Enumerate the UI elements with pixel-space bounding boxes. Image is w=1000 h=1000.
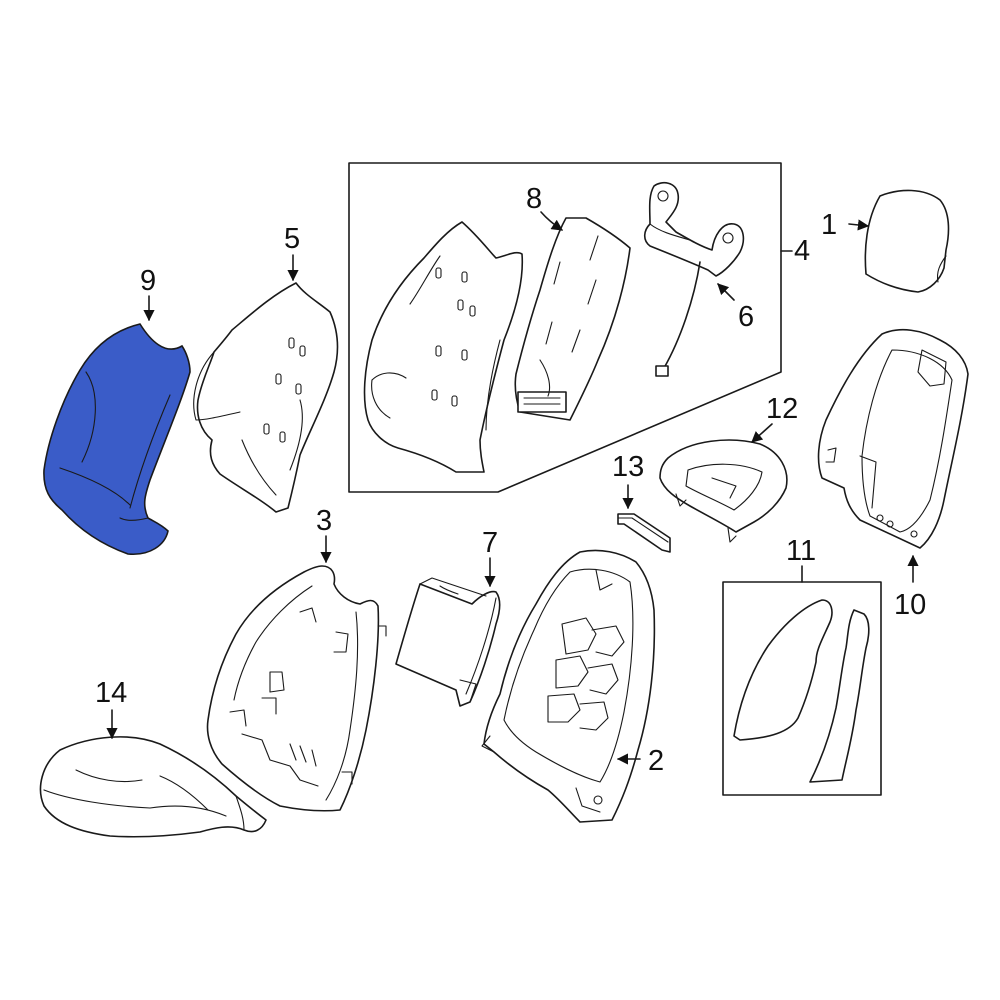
callout-9: 9 [140, 265, 156, 297]
part-2-seatback-frame[interactable] [481, 549, 656, 823]
callout-1: 1 [821, 209, 837, 241]
part-1-headrest[interactable] [864, 189, 950, 293]
callout-labels: 1 2 3 4 5 6 7 8 9 10 11 12 13 14 [95, 183, 926, 777]
callout-14: 14 [95, 677, 127, 709]
callout-10: 10 [894, 589, 926, 621]
callout-5: 5 [284, 223, 300, 255]
leader-lines [106, 211, 919, 765]
part-13-clip[interactable] [617, 513, 671, 553]
part-6-bracket[interactable] [643, 181, 745, 377]
part-5-seatback-pad[interactable] [193, 282, 339, 513]
part-4-cushion[interactable] [363, 221, 524, 473]
part-11-trim-panels[interactable] [733, 599, 870, 783]
callout-8: 8 [526, 183, 542, 215]
callout-12: 12 [766, 393, 798, 425]
callout-2: 2 [648, 745, 664, 777]
part-14-seat-cushion[interactable] [39, 736, 267, 838]
part-7-module[interactable] [395, 577, 501, 707]
callout-13: 13 [612, 451, 644, 483]
part-10-back-panel[interactable] [817, 328, 969, 549]
callout-6: 6 [738, 301, 754, 333]
part-12-tray[interactable] [659, 439, 788, 543]
callout-4: 4 [794, 235, 810, 267]
part-8-lumbar-support[interactable] [514, 217, 631, 421]
callout-7: 7 [482, 527, 498, 559]
callout-11: 11 [786, 535, 816, 567]
part-9-seatback-cover[interactable] [43, 323, 191, 555]
part-4-group-box [348, 162, 782, 493]
callout-3: 3 [316, 505, 332, 537]
part-3-seatback-frame[interactable] [206, 565, 387, 812]
part-9-shape [43, 323, 191, 555]
